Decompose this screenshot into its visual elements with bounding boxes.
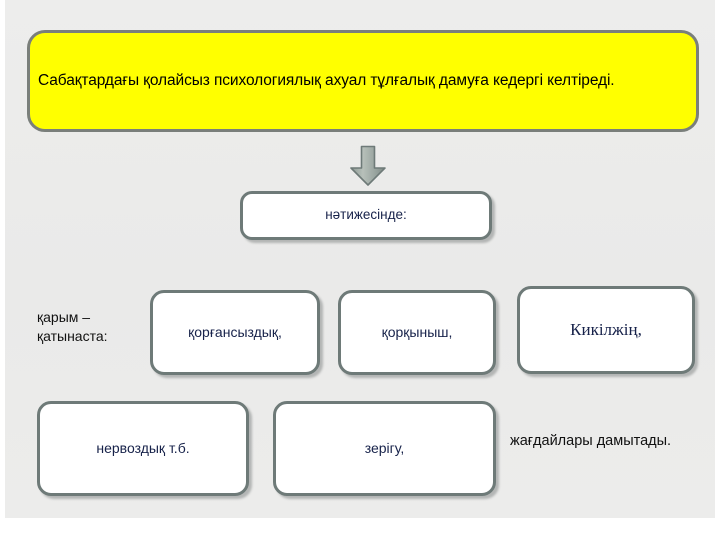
relation-label-line2: қатынаста: (37, 327, 108, 344)
relation-label: қарым – қатынаста: (37, 308, 142, 346)
arrow-down-icon (348, 145, 388, 187)
consequence-text: зерігу, (364, 439, 405, 456)
result-text: нәтижесінде: (325, 207, 407, 223)
consequence-box-nervozdyk[interactable]: нервоздық т.б. (37, 401, 249, 496)
consequence-text: қорғансыздық, (188, 323, 282, 340)
statement-text: Сабақтардағы қолайсыз психологиялық ахуа… (38, 71, 615, 89)
statement-box[interactable]: Сабақтардағы қолайсыз психологиялық ахуа… (27, 30, 699, 132)
consequence-text: Кикілжің, (570, 320, 642, 340)
consequence-text: нервоздық т.б. (96, 439, 190, 456)
relation-label-line1: қарым – (37, 309, 91, 325)
consequence-box-kikiljin[interactable]: Кикілжің, (517, 286, 695, 374)
consequence-box-zerigu[interactable]: зерігу, (273, 401, 496, 496)
consequence-box-korkynysh[interactable]: қорқыныш, (338, 290, 496, 375)
consequence-text: қорқыныш, (381, 323, 453, 340)
result-box[interactable]: нәтижесінде: (240, 191, 492, 240)
slide-canvas: Сабақтардағы қолайсыз психологиялық ахуа… (5, 0, 715, 518)
consequence-box-korgansyzdyk[interactable]: қорғансыздық, (150, 290, 320, 375)
closing-text: жағдайлары дамытады. (510, 433, 672, 449)
